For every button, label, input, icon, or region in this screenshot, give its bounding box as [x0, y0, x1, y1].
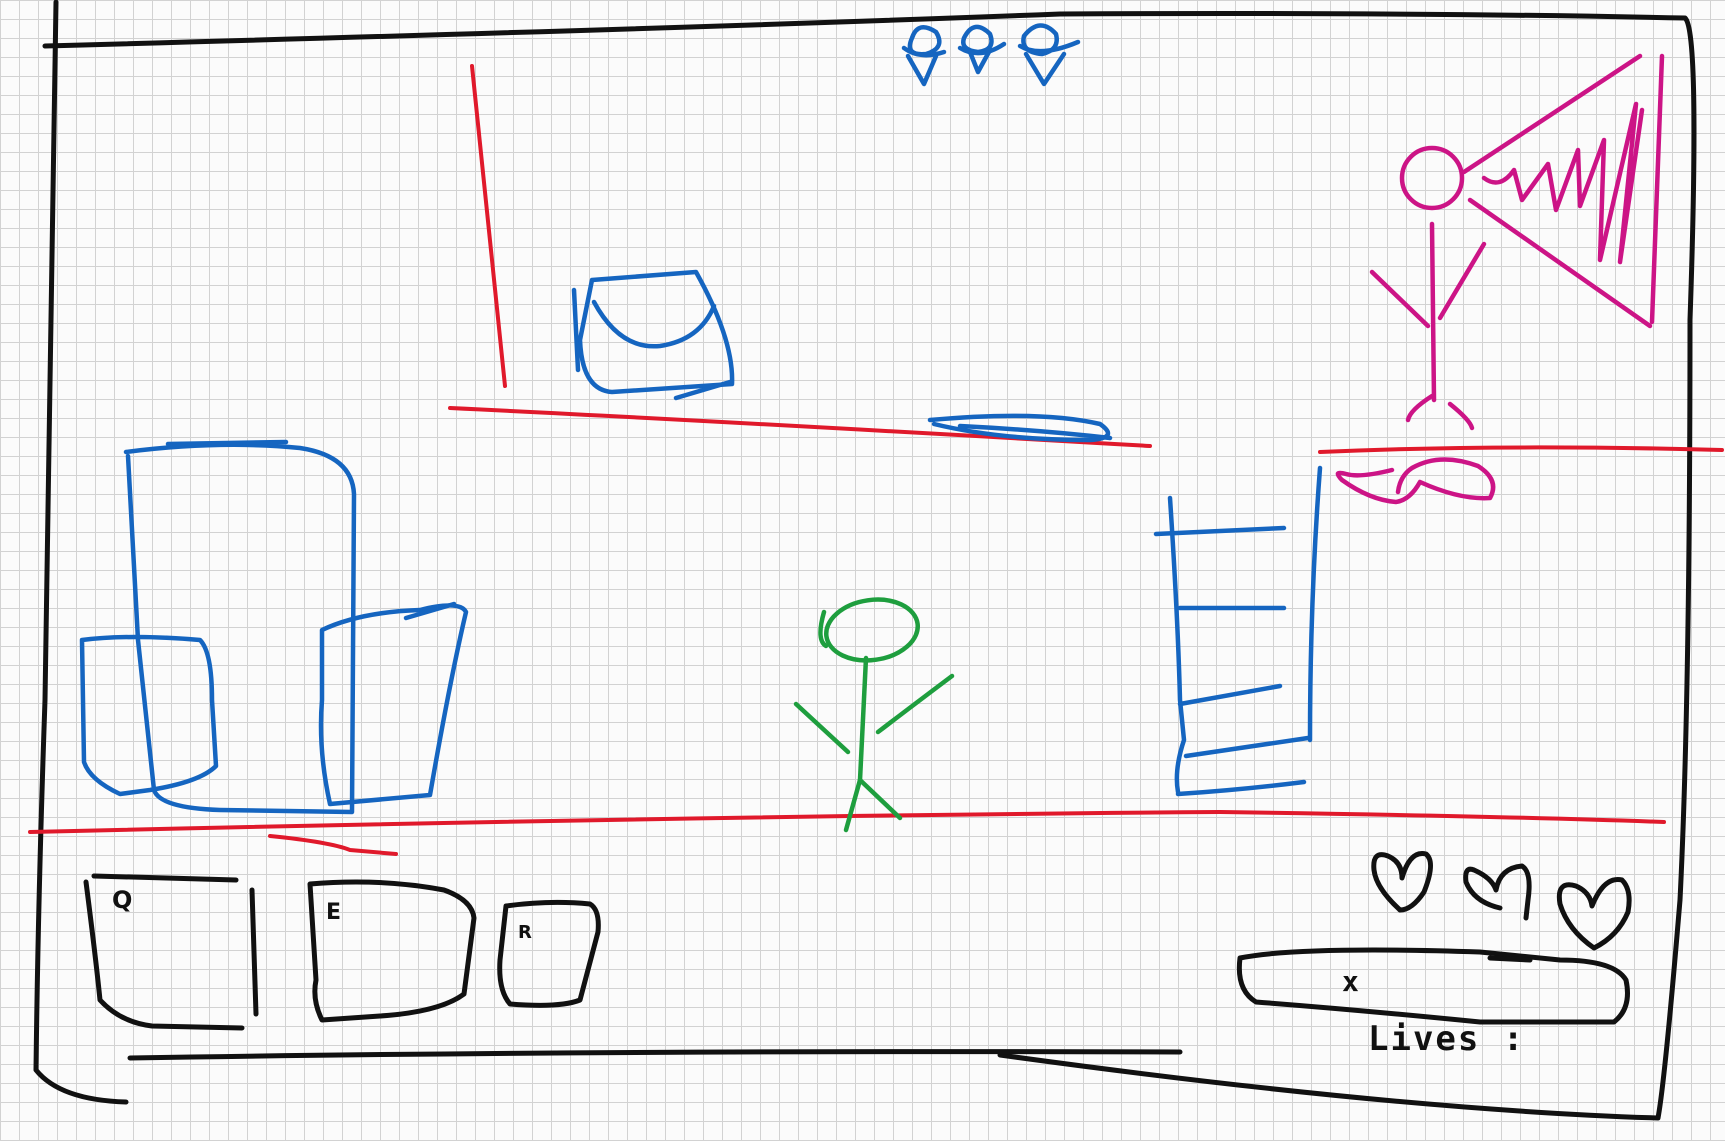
heart-icon [1463, 863, 1532, 921]
hotbar-key-r[interactable]: R [518, 922, 532, 943]
hud-bar-label: x [1342, 965, 1359, 998]
hotbar-key-e[interactable]: E [326, 900, 342, 925]
platform-ground [28, 810, 1666, 834]
hud-bar [1236, 947, 1630, 1025]
game-frame [33, 0, 1697, 1121]
platform-upper-right [1318, 445, 1724, 454]
hotbar-slot-q [83, 873, 259, 1031]
ladder [1153, 465, 1323, 797]
collectibles [901, 23, 1081, 87]
heart-icon [1371, 851, 1433, 913]
wall-upper [470, 64, 507, 388]
enemy-head [1399, 145, 1465, 211]
plank [927, 413, 1113, 443]
box-stack [79, 439, 469, 815]
platforms [28, 64, 1724, 856]
collectible-cone-icon [1017, 23, 1081, 87]
hotbar-key-q[interactable]: Q [112, 886, 133, 914]
hotbar [83, 873, 601, 1031]
heart-icon [1556, 877, 1632, 951]
hotbar-slot-r [497, 899, 601, 1008]
player-head [824, 597, 920, 663]
hotbar-slot-e [307, 879, 477, 1023]
collectible-cone-icon [957, 24, 1007, 75]
collectible-cone-icon [901, 24, 947, 87]
player-character [793, 597, 955, 833]
enemy-guard [1335, 53, 1665, 505]
lives-label: Lives : [1368, 1019, 1526, 1059]
enemy-footprint [1335, 457, 1496, 505]
crate-upper [571, 269, 735, 401]
lives-hearts [1371, 851, 1632, 951]
